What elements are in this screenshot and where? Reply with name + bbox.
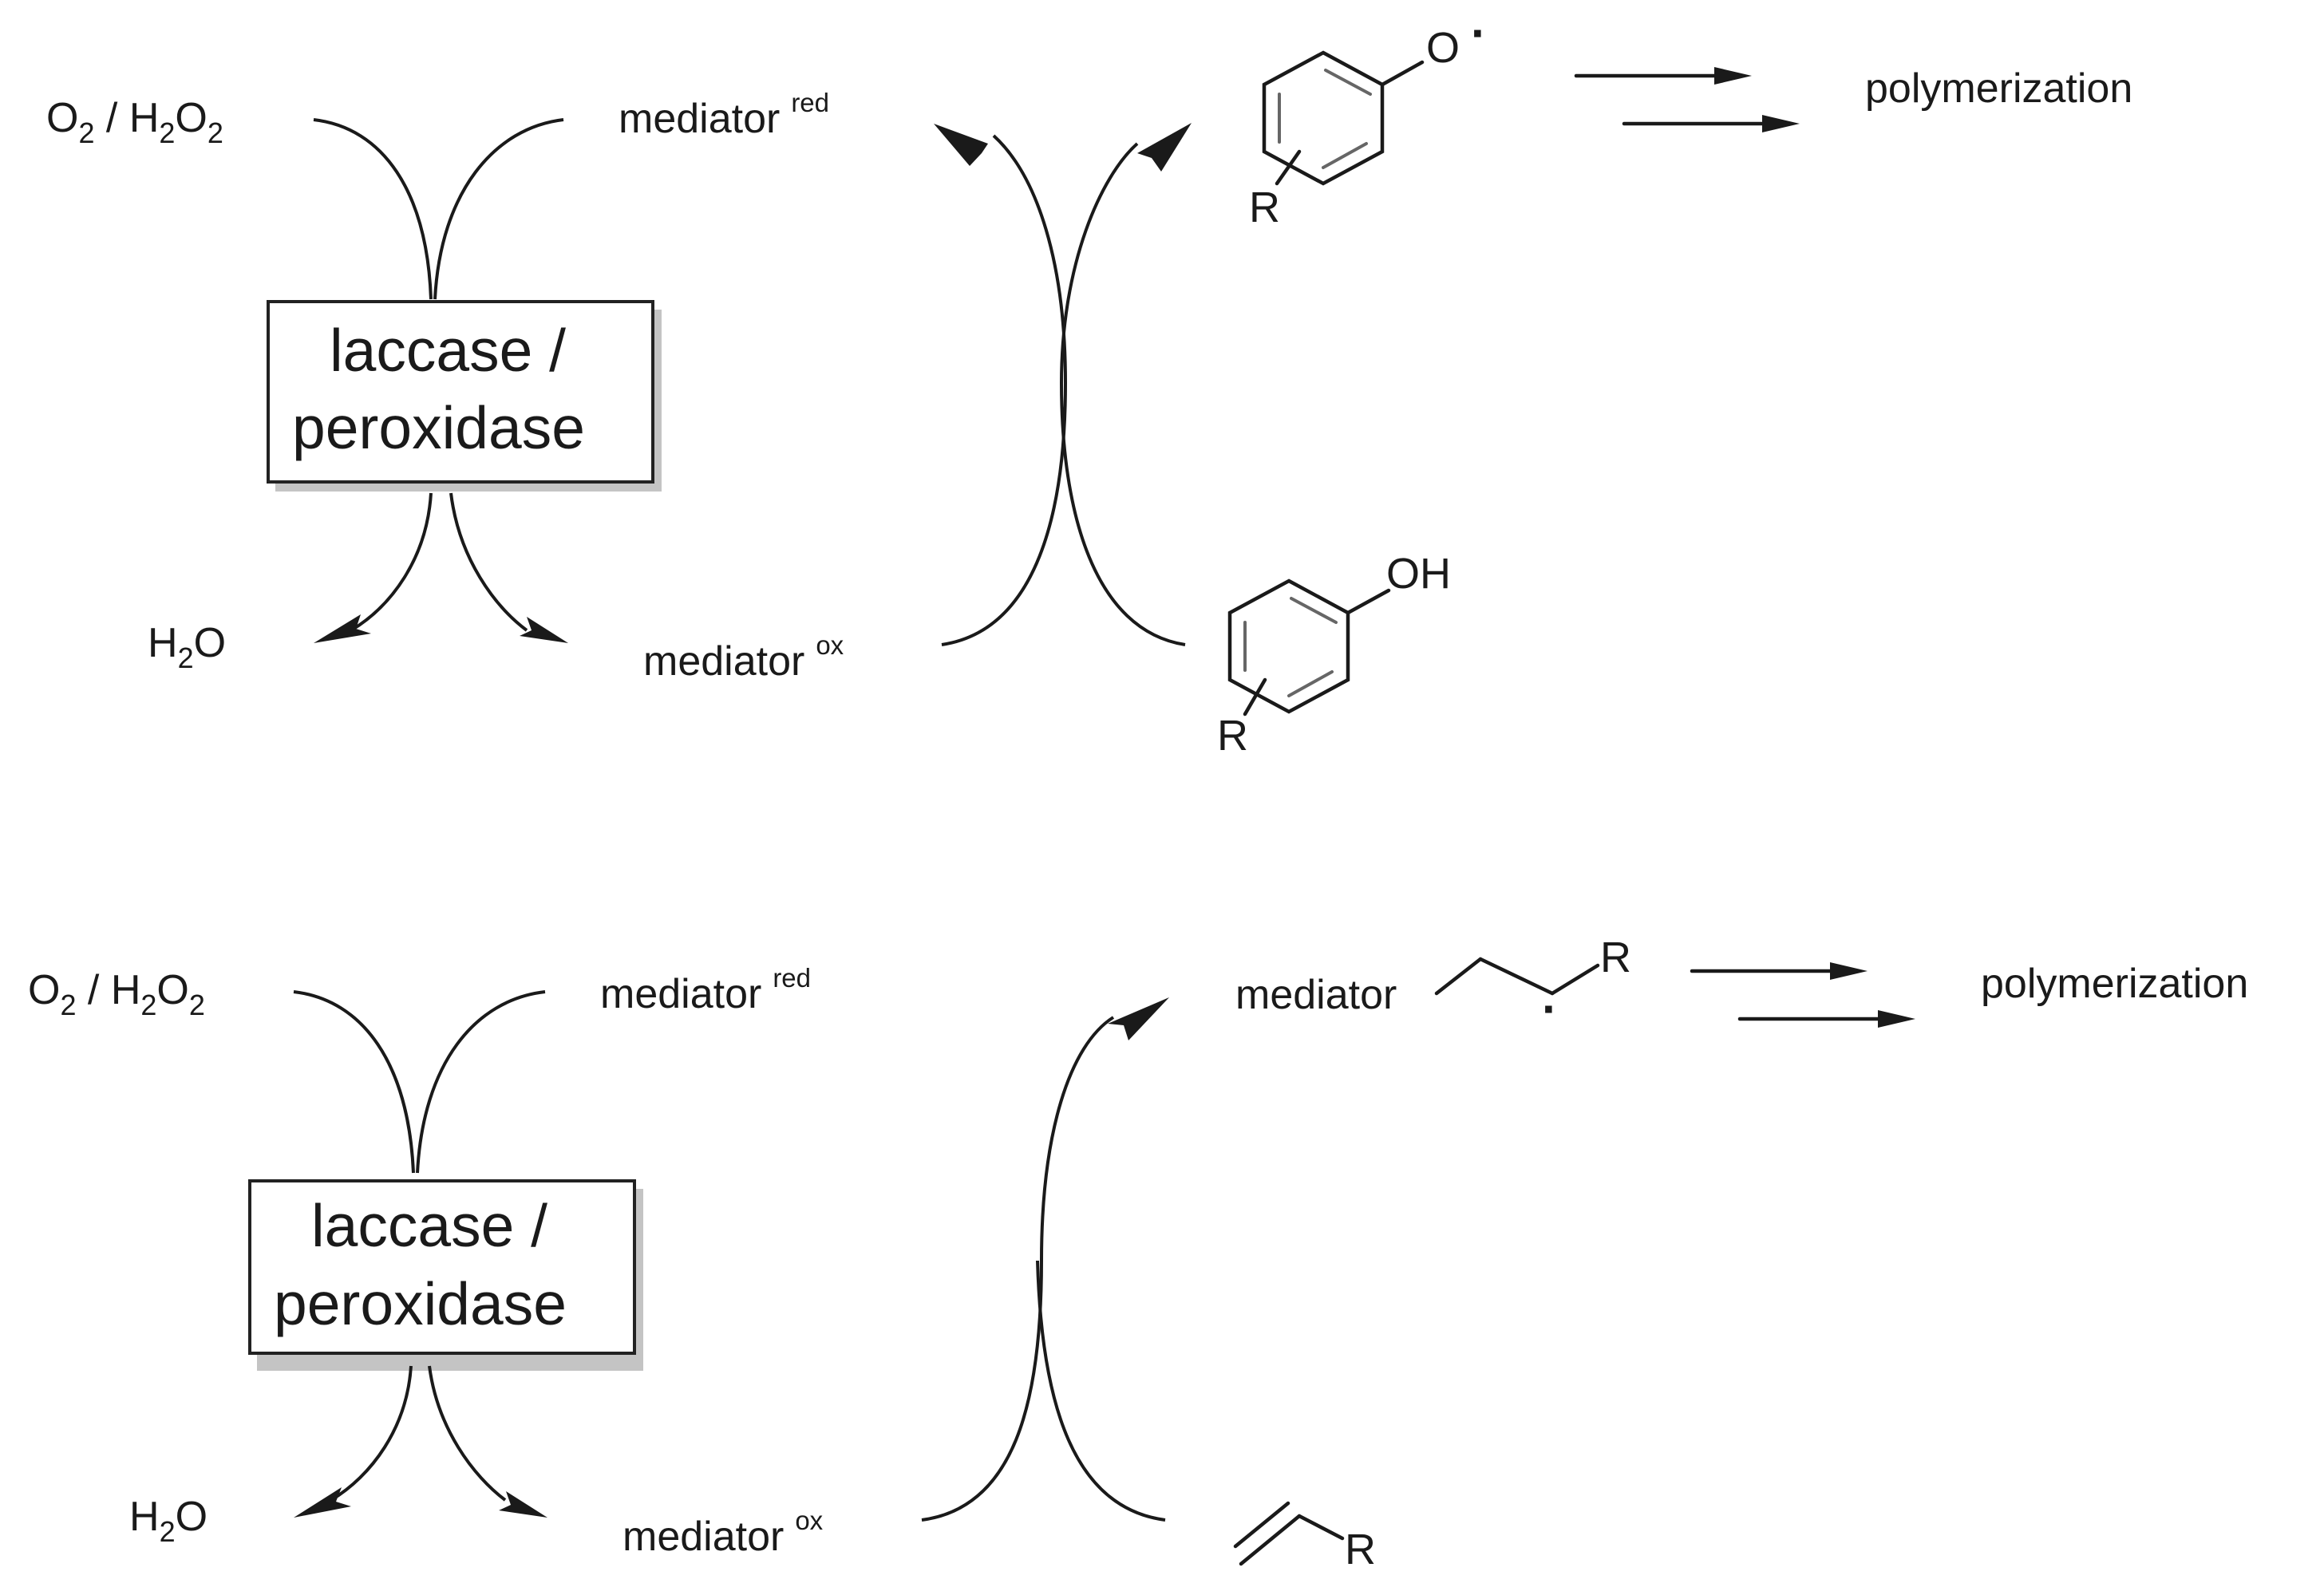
bottom-oxidant-label: O2 / H2O2	[28, 967, 205, 1021]
top-water-label: H2O	[148, 620, 226, 674]
top-polymerization-arrowhead-2	[1762, 115, 1800, 132]
bottom-polymerization-label: polymerization	[1981, 961, 2248, 1007]
vinyl-monomer-structure: R	[1233, 1501, 1376, 1573]
top-mediator-red-arrowhead	[934, 124, 988, 166]
bottom-polymerization-arrowhead-1	[1830, 962, 1868, 980]
phenol-structure: OH R	[1217, 550, 1451, 760]
bottom-enzyme-box-line2: peroxidase	[274, 1270, 567, 1337]
bottom-water-arrowhead	[294, 1487, 351, 1518]
bottom-polymerization-arrowhead-2	[1878, 1010, 1915, 1028]
bottom-mediator-ox-to-adduct-curve	[921, 1016, 1115, 1522]
top-radical-arrowhead	[1137, 123, 1192, 172]
adduct-mediator-label: mediator	[1235, 972, 1397, 1018]
bottom-mediator-red-in-curve	[416, 990, 546, 1174]
top-oxidant-label: O2 / H2O2	[46, 95, 223, 149]
adduct-substituent-r: R	[1600, 934, 1631, 981]
top-mediator-red-in-curve	[433, 118, 564, 300]
top-enzyme-box-line1: laccase /	[330, 317, 566, 384]
top-water-out-curve	[350, 492, 433, 632]
top-water-arrowhead	[314, 614, 371, 643]
top-polymerization-label: polymerization	[1865, 65, 2132, 112]
bottom-water-out-curve	[330, 1365, 413, 1502]
phenoxyl-oxygen: O	[1426, 24, 1460, 72]
top-polymerization-arrowhead-1	[1714, 67, 1752, 85]
phenoxyl-radical-structure: O · R	[1249, 6, 1487, 231]
top-enzyme-box	[267, 300, 654, 484]
bottom-mediator-ox-arrowhead	[499, 1491, 547, 1518]
bottom-enzyme-box-line1: laccase /	[311, 1192, 547, 1259]
bottom-mediator-ox-out-curve	[428, 1365, 507, 1502]
adduct-radical-dot: ·	[1542, 982, 1558, 1036]
bottom-oxidant-in-curve	[293, 990, 415, 1174]
phenoxyl-substituent-r: R	[1249, 184, 1280, 231]
top-phenol-to-radical-curve	[1059, 142, 1186, 646]
top-enzyme-box-line2: peroxidase	[292, 394, 585, 461]
phenol-hydroxyl: OH	[1386, 550, 1451, 598]
radical-adduct-structure: mediator · R	[1235, 934, 1631, 1036]
monomer-substituent-r: R	[1345, 1526, 1376, 1573]
bottom-enzyme-box	[248, 1179, 636, 1355]
top-oxidant-in-curve	[313, 118, 433, 300]
bottom-adduct-arrowhead	[1108, 997, 1169, 1040]
top-mediator-ox-out-curve	[449, 492, 528, 632]
top-mediator-ox-arrowhead	[520, 617, 568, 643]
phenol-substituent-r: R	[1217, 712, 1248, 760]
bottom-water-label: H2O	[129, 1494, 208, 1548]
phenoxyl-radical-dot: ·	[1471, 6, 1487, 60]
top-mediator-ox-to-red-curve	[941, 134, 1068, 646]
bottom-monomer-curve	[1036, 1260, 1166, 1522]
